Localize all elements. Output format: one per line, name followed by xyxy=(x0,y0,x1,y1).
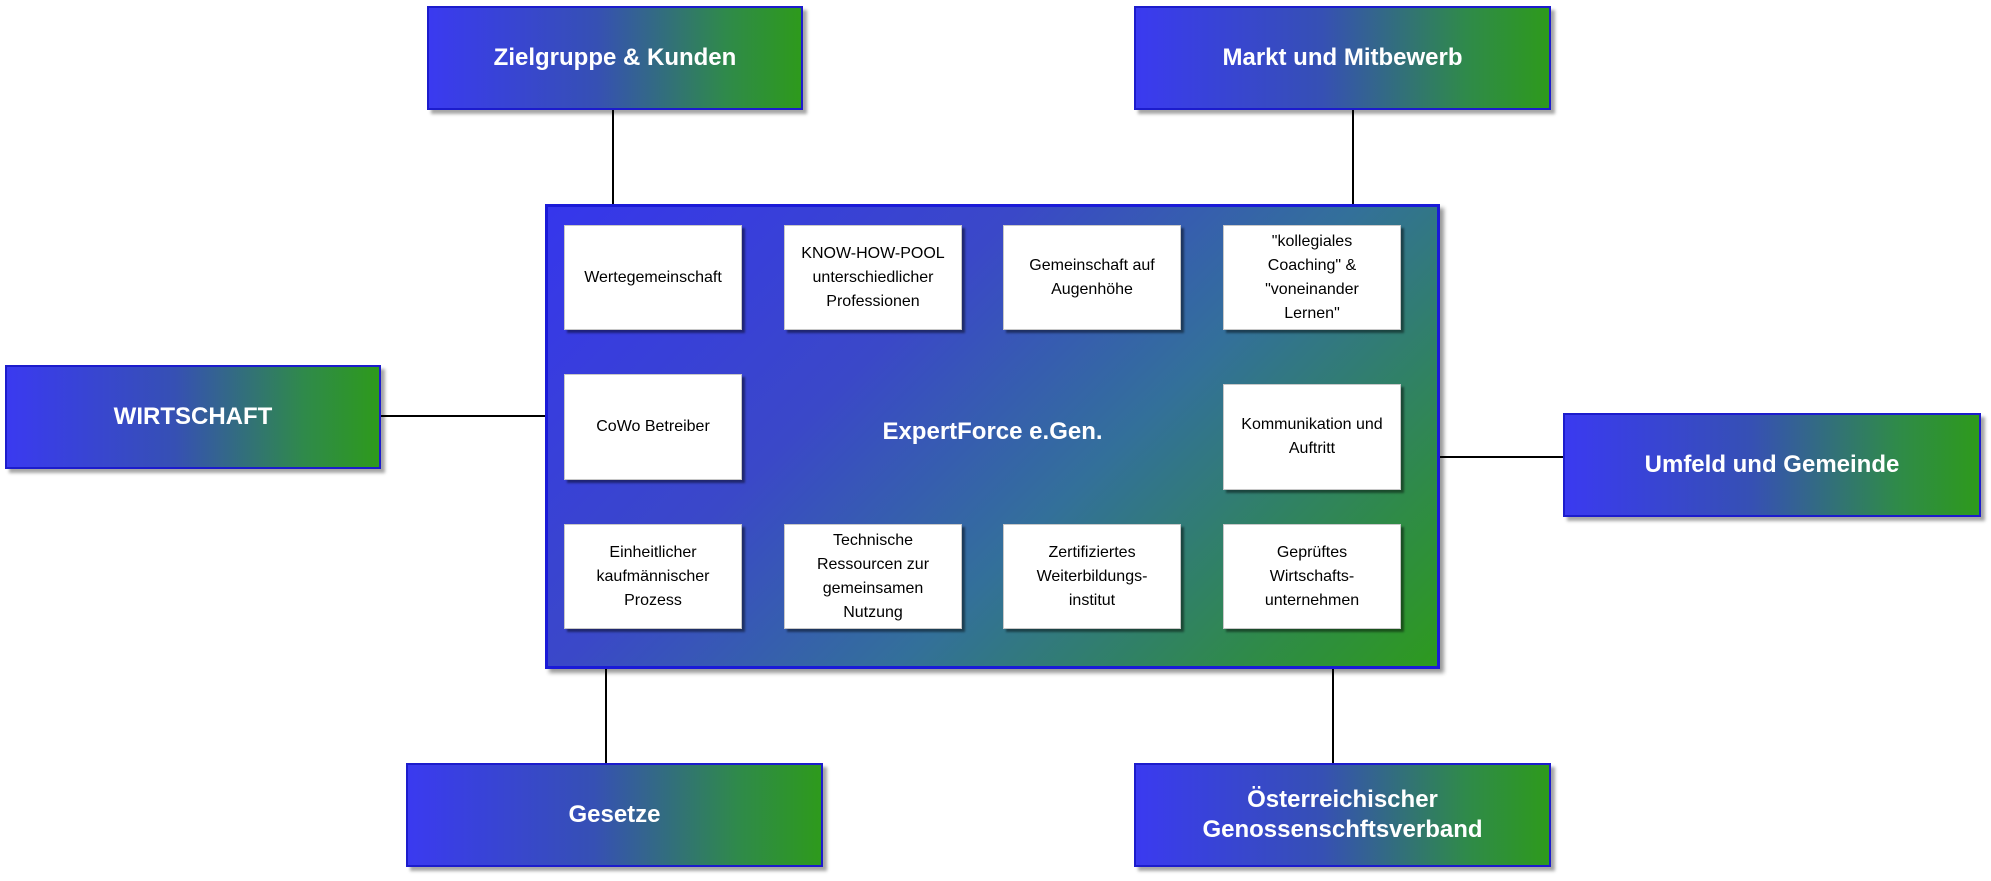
box-wirtschaft-label: WIRTSCHAFT xyxy=(113,403,273,430)
inner-box-kaufmaennischer-prozess: Einheitlicher kaufmännischer Prozess xyxy=(564,524,742,629)
inner-box-kommunikation-auftritt: Kommunikation und Auftritt xyxy=(1223,384,1401,490)
box-umfeld-label: Umfeld und Gemeinde xyxy=(1644,451,1900,478)
box-gesetze-label: Gesetze xyxy=(568,801,661,828)
inner-box-weiterbildungsinstitut: Zertifiziertes Weiterbildungs- institut xyxy=(1003,524,1181,629)
inner-box-know-how-pool: KNOW-HOW-POOL unterschiedlicher Professi… xyxy=(784,225,962,330)
inner-box-kollegiales-coaching: "kollegiales Coaching" & "voneinander Le… xyxy=(1223,225,1401,330)
box-umfeld-gemeinde: Umfeld und Gemeinde xyxy=(1563,413,1981,517)
box-genossenschaft-label: Österreichischer Genossenschftsverband xyxy=(1202,786,1483,843)
inner-box-wertegemeinschaft: Wertegemeinschaft xyxy=(564,225,742,330)
box-genossenschaftsverband: Österreichischer Genossenschftsverband xyxy=(1134,763,1551,867)
box-zielgruppe-label: Zielgruppe & Kunden xyxy=(493,44,737,71)
inner-box-gemeinschaft-augenhoehe: Gemeinschaft auf Augenhöhe xyxy=(1003,225,1181,330)
box-markt-label: Markt und Mitbewerb xyxy=(1222,44,1463,71)
box-gesetze: Gesetze xyxy=(406,763,823,867)
center-title: ExpertForce e.Gen. xyxy=(882,418,1103,445)
inner-box-wirtschaftsunternehmen: Geprüftes Wirtschafts- unternehmen xyxy=(1223,524,1401,629)
box-markt-mitbewerb: Markt und Mitbewerb xyxy=(1134,6,1551,110)
box-wirtschaft: WIRTSCHAFT xyxy=(5,365,381,469)
inner-box-cowo-betreiber: CoWo Betreiber xyxy=(564,374,742,480)
inner-box-technische-ressourcen: Technische Ressourcen zur gemeinsamen Nu… xyxy=(784,524,962,629)
box-zielgruppe-kunden: Zielgruppe & Kunden xyxy=(427,6,803,110)
